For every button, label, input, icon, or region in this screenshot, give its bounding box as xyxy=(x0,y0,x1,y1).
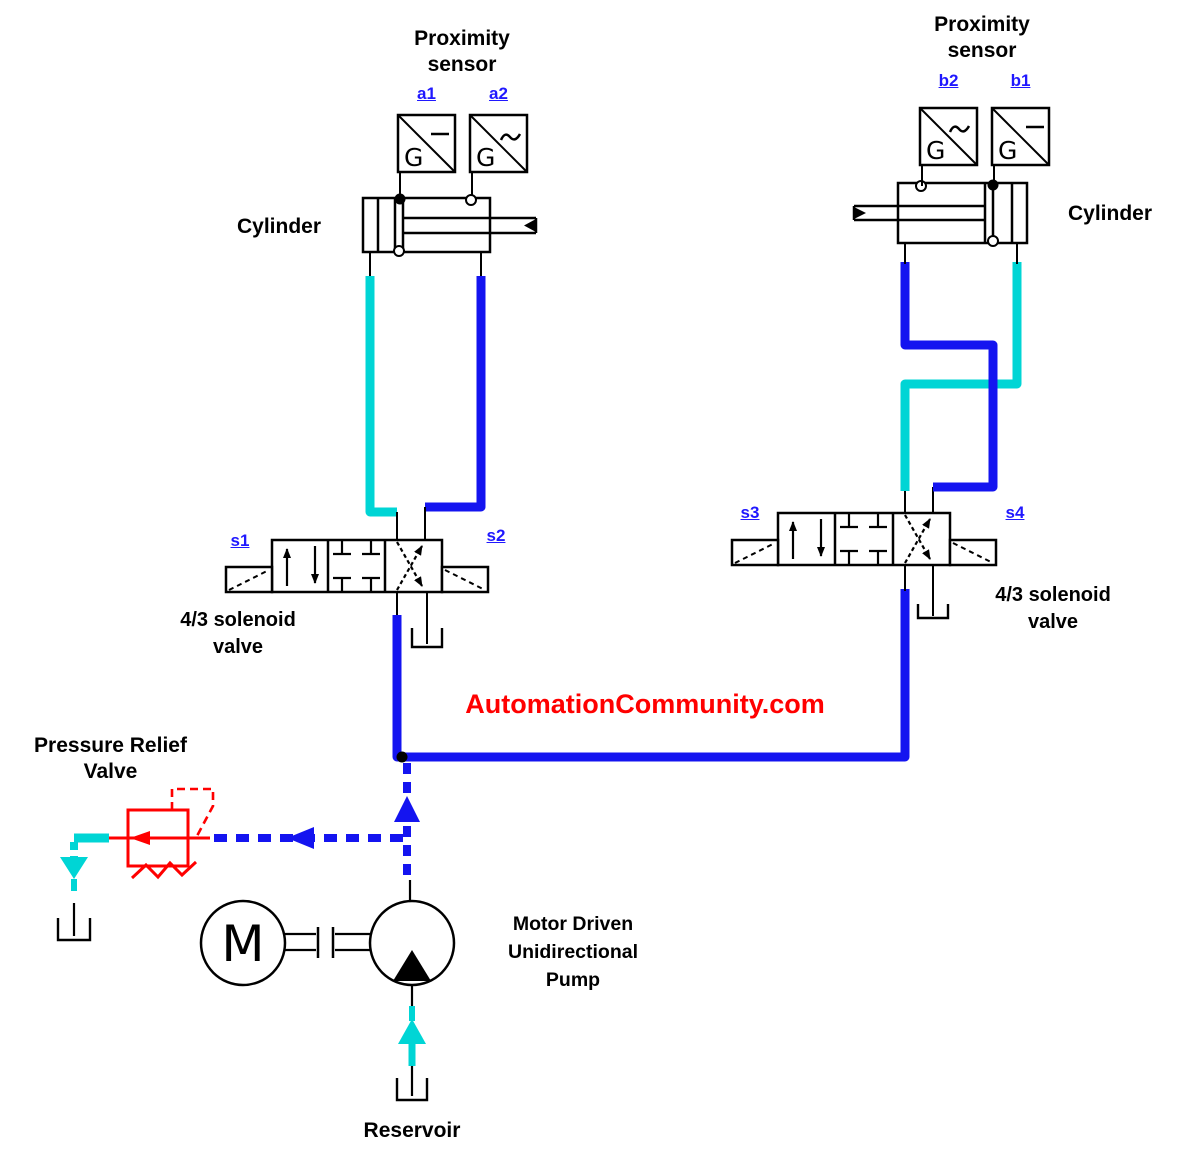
right-pressure-line-blue xyxy=(900,262,998,492)
sensor-g-glyph: G xyxy=(998,136,1017,165)
sensor-g-glyph: G xyxy=(926,136,945,165)
right-return-line-cyan xyxy=(900,262,1022,491)
flow-arrow-up xyxy=(398,1019,426,1044)
reservoir-tank-symbol xyxy=(395,1078,429,1102)
reservoir-label: Reservoir xyxy=(363,1119,461,1142)
sensor-label-a2: a2 xyxy=(489,84,508,103)
left-valve-type-label: 4/3 solenoid valve xyxy=(180,609,296,658)
drain-tank-symbol xyxy=(916,604,950,620)
right-cylinder-label: Cylinder xyxy=(1067,202,1153,225)
sensor-g-glyph: G xyxy=(476,143,495,172)
solenoid-label-s4: s4 xyxy=(1005,503,1025,522)
watermark-text: AutomationCommunity.com xyxy=(465,689,825,719)
right-valve-type-label: 4/3 solenoid valve xyxy=(995,584,1111,633)
pump-direction-triangle xyxy=(393,950,431,981)
pressure-relief-valve-label: Pressure Relief Valve xyxy=(34,734,187,783)
flow-arrow-up xyxy=(394,796,420,822)
proximity-sensor-a1-symbol: G xyxy=(396,113,457,197)
right-cylinder-symbol xyxy=(852,179,1029,264)
solenoid-label-s1: s1 xyxy=(230,531,250,550)
tank-symbol xyxy=(56,918,92,942)
proximity-sensor-a2-symbol: G xyxy=(468,113,529,198)
flow-arrow-left xyxy=(130,831,150,845)
sensor-wave-glyph xyxy=(948,125,971,133)
pump-symbol xyxy=(368,880,456,1008)
sensor-label-a1: a1 xyxy=(417,84,436,103)
sensor-contact-ring xyxy=(465,194,477,206)
proximity-sensor-b2-symbol: G xyxy=(918,106,979,186)
sensor-contact-dot xyxy=(987,179,999,191)
sensor-contact-dot xyxy=(394,193,406,205)
flow-arrow-left xyxy=(287,827,314,849)
relief-branch-line-blue-dashed xyxy=(214,763,420,880)
left-proximity-sensor-title: Proximity sensor xyxy=(414,27,510,76)
pump-label: Motor Driven Unidirectional Pump xyxy=(507,913,639,991)
spring-symbol xyxy=(130,860,198,880)
left-cylinder-symbol xyxy=(361,193,538,278)
motor-m-glyph: M xyxy=(221,915,264,973)
right-solenoid-valve-symbol xyxy=(730,487,998,620)
rod-end-notch xyxy=(524,219,536,232)
proximity-sensor-b1-symbol: G xyxy=(990,106,1051,183)
rod-end-notch xyxy=(854,207,866,219)
pressure-relief-valve-symbol xyxy=(107,787,215,880)
reservoir-suction-line-cyan xyxy=(395,1006,429,1102)
right-proximity-sensor-title: Proximity sensor xyxy=(934,13,1030,62)
left-return-line-cyan xyxy=(365,276,398,541)
port-ring xyxy=(393,245,405,257)
pilot-line-dashed xyxy=(170,787,215,837)
flow-arrow-down xyxy=(60,857,88,879)
drain-tank-symbol xyxy=(410,628,444,649)
solenoid-label-s3: s3 xyxy=(740,503,760,522)
motor-symbol: M xyxy=(199,899,287,987)
motor-pump-shaft xyxy=(285,927,370,958)
sensor-label-b2: b2 xyxy=(938,71,959,90)
solenoid-label-s2: s2 xyxy=(486,526,506,545)
sensor-g-glyph: G xyxy=(404,143,423,172)
left-solenoid-valve-symbol xyxy=(224,538,490,649)
port-ring xyxy=(987,235,999,247)
manifold-junction-dot xyxy=(396,751,408,763)
left-cylinder-label: Cylinder xyxy=(236,215,322,238)
relief-to-tank-line-cyan xyxy=(56,833,109,942)
pressure-manifold-line xyxy=(392,589,910,762)
sensor-label-b1: b1 xyxy=(1010,71,1031,90)
sensor-wave-glyph xyxy=(499,133,522,141)
left-pressure-line-blue xyxy=(424,276,486,541)
